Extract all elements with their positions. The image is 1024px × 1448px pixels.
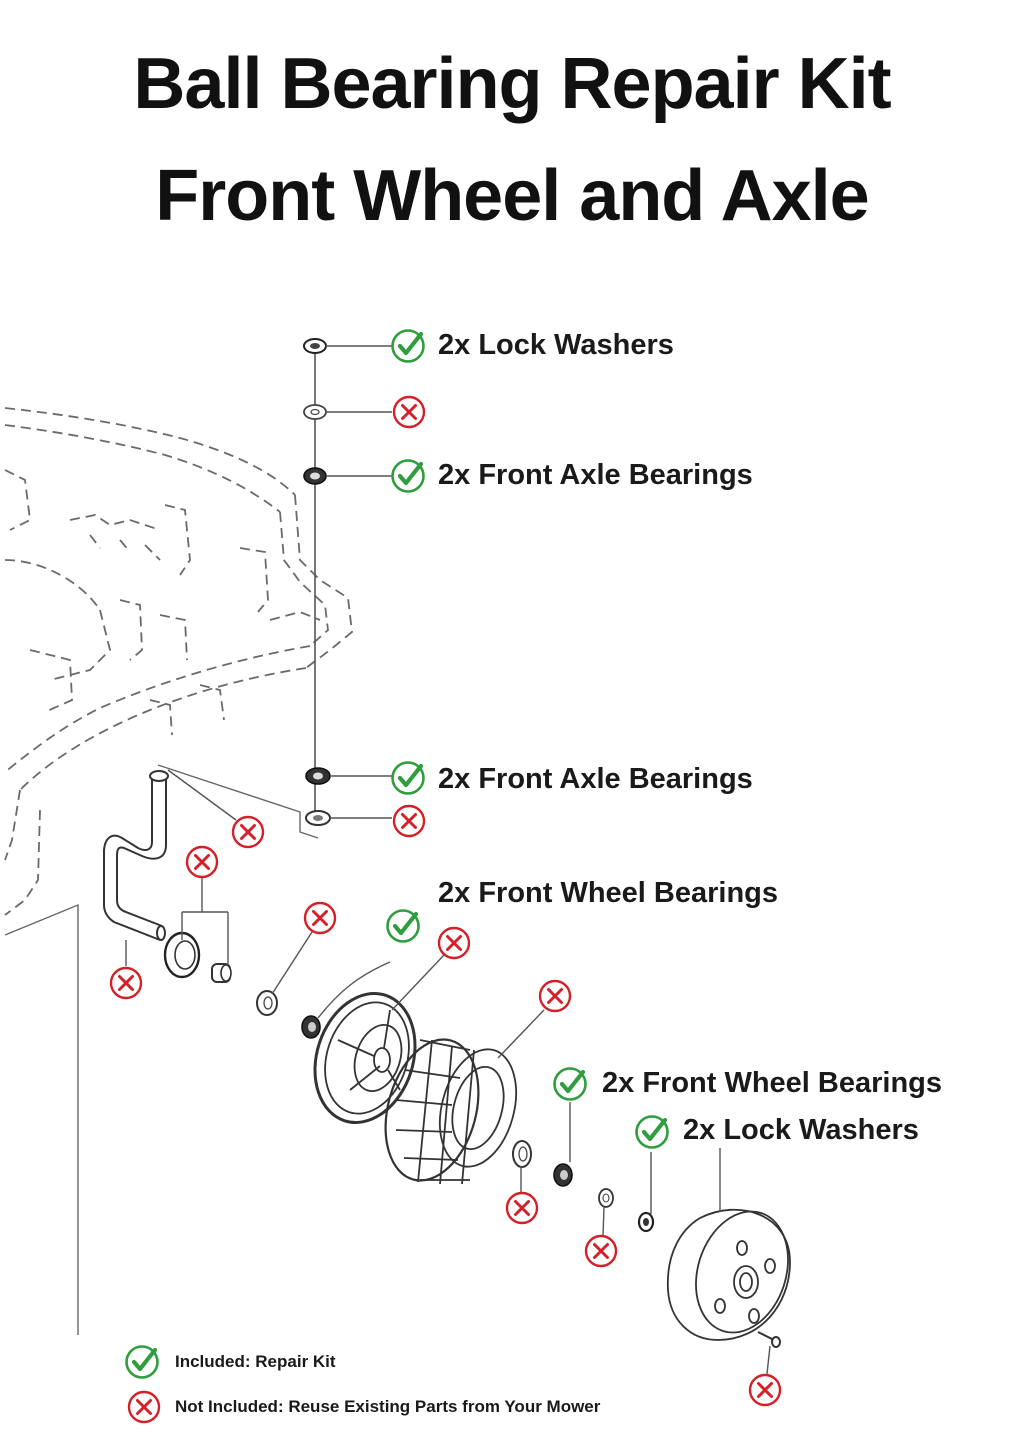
callout-top-lock-washers: 2x Lock Washers: [438, 329, 674, 361]
outer-wheel-bearing: [553, 1163, 573, 1187]
x-circle-icon: [185, 845, 219, 879]
callout-upper-axle-bearings: 2x Front Axle Bearings: [438, 459, 753, 491]
top-flat-washer: [303, 404, 327, 420]
x-circle-icon: [748, 1373, 782, 1407]
legend-included-label: Included: Repair Kit: [175, 1352, 336, 1371]
title-line-1: Ball Bearing Repair Kit: [133, 44, 891, 124]
x-circle-icon: [584, 1234, 618, 1268]
x-circle-icon: [109, 966, 143, 1000]
x-circle-icon: [392, 395, 426, 429]
x-circle-icon: [392, 804, 426, 838]
hub-cap-screw: [757, 1331, 781, 1348]
outer-lock-washer: [637, 1211, 655, 1233]
callout-outer-wheel-bearings: 2x Front Wheel Bearings: [602, 1067, 943, 1099]
x-circle-icon: [505, 1191, 539, 1225]
callout-lower-axle-bearings: 2x Front Axle Bearings: [438, 763, 753, 795]
legend-not-included-label: Not Included: Reuse Existing Parts from …: [175, 1397, 601, 1416]
outer-flat-washer: [512, 1140, 532, 1168]
inner-wheel-bearing: [301, 1015, 321, 1039]
caster-axle-rod: [103, 770, 169, 941]
frame-lines: [4, 764, 319, 1335]
wheel-part-leaders: [125, 769, 771, 1375]
wheel-rim: [313, 992, 417, 1124]
check-circle-icon: [637, 1117, 668, 1148]
check-circle-icon: [393, 331, 424, 362]
hub-cap: [666, 1208, 791, 1341]
check-circle-icon: [393, 763, 424, 794]
top-stack-leaders: [326, 345, 392, 819]
check-circle-icon: [393, 461, 424, 492]
x-circle-icon: [303, 901, 337, 935]
outer-small-washer: [598, 1188, 614, 1208]
mower-chassis-outline: [4, 407, 353, 916]
check-circle-icon: [388, 911, 419, 942]
x-circle-icon: [437, 926, 471, 960]
inner-flat-washer: [256, 990, 278, 1016]
title-line-2: Front Wheel and Axle: [155, 156, 869, 236]
x-circle-icon: [538, 979, 572, 1013]
left-spacer-tube: [211, 963, 232, 983]
x-circle-icon: [127, 1390, 161, 1424]
check-circle-icon: [127, 1347, 158, 1378]
callout-outer-lock-washers: 2x Lock Washers: [683, 1114, 919, 1146]
callout-inner-wheel-bearings: 2x Front Wheel Bearings: [438, 877, 779, 909]
lower-flat-washer: [305, 810, 331, 826]
top-lock-washer: [303, 338, 327, 354]
upper-axle-bearing: [303, 467, 327, 485]
x-circle-icon: [231, 815, 265, 849]
wheel-tire: [384, 1038, 517, 1185]
lower-axle-bearing: [305, 767, 331, 785]
check-circle-icon: [555, 1069, 586, 1100]
